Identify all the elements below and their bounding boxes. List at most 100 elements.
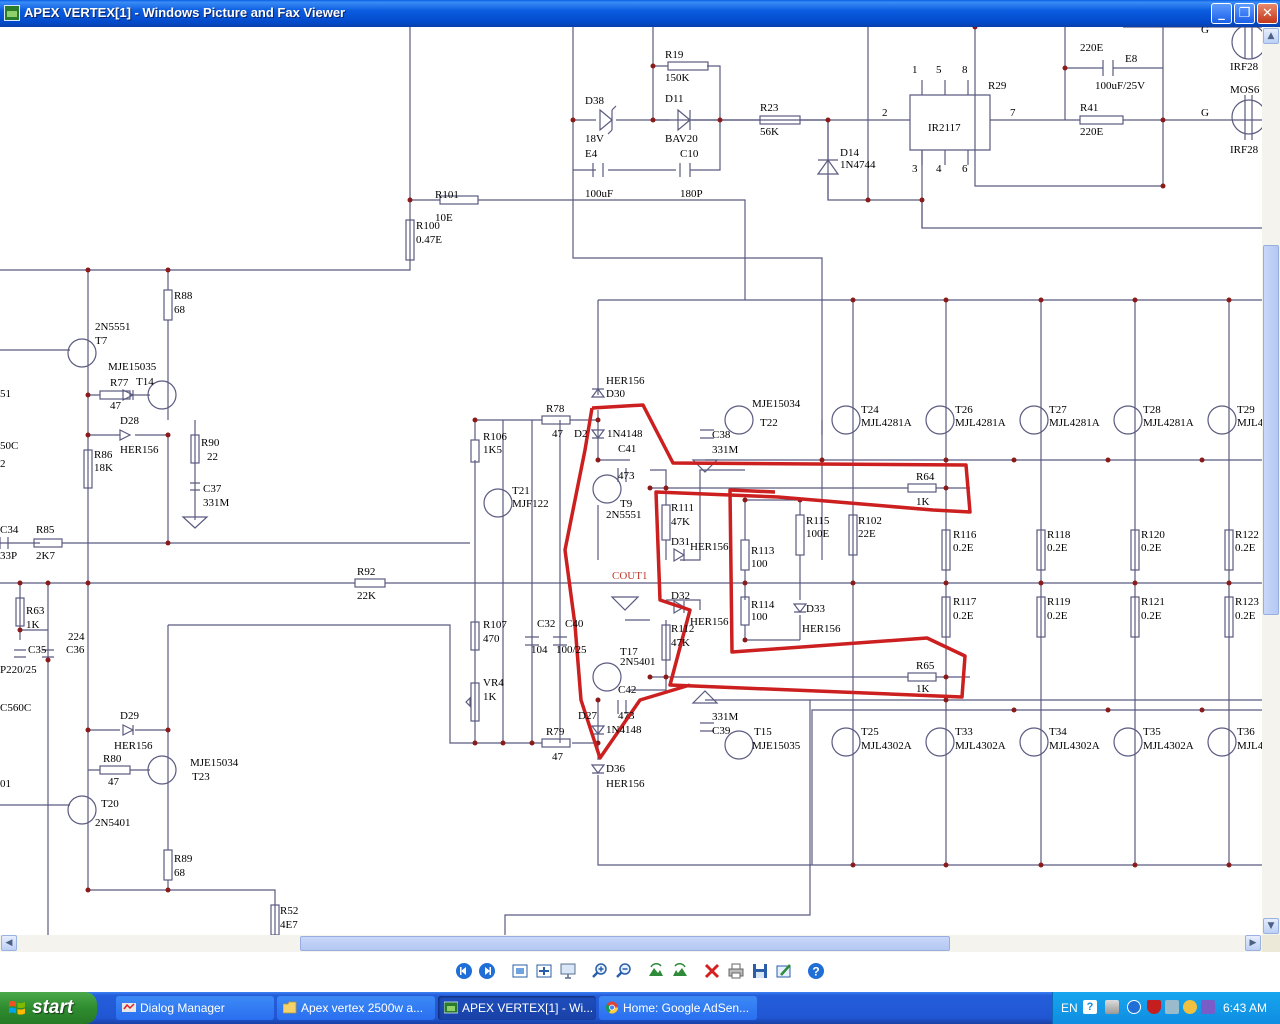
schematic-label: 47 bbox=[552, 751, 564, 763]
schematic-label: D32 bbox=[671, 590, 690, 602]
print-icon[interactable] bbox=[727, 962, 745, 980]
schematic-label: T36 bbox=[1237, 726, 1255, 738]
schematic-label: 4E7 bbox=[280, 919, 298, 931]
schematic-label: MJL4302A bbox=[955, 740, 1006, 752]
maximize-button[interactable]: ❐ bbox=[1234, 3, 1255, 24]
schematic-label: MJL4302A bbox=[1049, 740, 1100, 752]
schematic-label: 3 bbox=[912, 163, 918, 175]
schematic-label: HER156 bbox=[690, 616, 729, 628]
actual-size-icon[interactable] bbox=[535, 962, 553, 980]
save-icon[interactable] bbox=[751, 962, 769, 980]
schematic-label: T33 bbox=[955, 726, 973, 738]
schematic-label: 224 bbox=[68, 631, 85, 643]
schematic-label: 331M bbox=[712, 711, 739, 723]
help-tray-icon[interactable]: ? bbox=[1083, 1000, 1097, 1014]
schematic-label: 33P bbox=[0, 550, 17, 562]
schematic-label: 4 bbox=[936, 163, 942, 175]
help-icon[interactable]: ? bbox=[807, 962, 825, 980]
scroll-left-button[interactable]: ◀ bbox=[1, 935, 17, 951]
schematic-label: MJL4 bbox=[1237, 417, 1262, 429]
schematic-label: MJL4281A bbox=[1143, 417, 1194, 429]
schematic-label: R88 bbox=[174, 290, 193, 302]
next-image-icon[interactable] bbox=[478, 962, 496, 980]
best-fit-icon[interactable] bbox=[511, 962, 529, 980]
language-indicator[interactable]: EN bbox=[1061, 1001, 1078, 1015]
schematic-label: D29 bbox=[120, 710, 139, 722]
scroll-up-button[interactable]: ▲ bbox=[1263, 28, 1279, 44]
schematic-label: C10 bbox=[680, 148, 699, 160]
schematic-label: HER156 bbox=[690, 541, 729, 553]
taskbar-item-dialog-manager[interactable]: Dialog Manager bbox=[116, 996, 274, 1020]
schematic-label: 100uF/25V bbox=[1095, 80, 1145, 92]
schematic-label: T22 bbox=[760, 417, 778, 429]
schematic-label: T15 bbox=[754, 726, 772, 738]
close-button[interactable]: ✕ bbox=[1257, 3, 1278, 24]
horizontal-scrollbar[interactable]: ◀ ▶ bbox=[0, 935, 1262, 952]
scroll-down-button[interactable]: ▼ bbox=[1263, 918, 1279, 934]
schematic-label: 104 bbox=[531, 644, 548, 656]
schematic-label: MJE15034 bbox=[752, 398, 801, 410]
scroll-right-button[interactable]: ▶ bbox=[1245, 935, 1261, 951]
slideshow-icon[interactable] bbox=[559, 962, 577, 980]
taskbar-clock[interactable]: 6:43 AM bbox=[1223, 1001, 1268, 1015]
picture-viewer-icon[interactable] bbox=[4, 5, 20, 21]
schematic-label: R19 bbox=[665, 49, 684, 61]
open-editor-icon[interactable] bbox=[775, 962, 793, 980]
schematic-label: 220E bbox=[1080, 126, 1104, 138]
schematic-label: T21 bbox=[512, 485, 530, 497]
schematic-label: 2 bbox=[0, 458, 6, 470]
start-button[interactable]: start bbox=[0, 992, 97, 1024]
schematic-label: 68 bbox=[174, 867, 186, 879]
schematic-label: P220/25 bbox=[0, 664, 37, 676]
vertical-scrollbar[interactable]: ▲ ▼ bbox=[1262, 27, 1280, 935]
volume-tray-icon[interactable] bbox=[1201, 1000, 1215, 1014]
schematic-label: R123 bbox=[1235, 596, 1259, 608]
schematic-label: 0.2E bbox=[1047, 542, 1068, 554]
schematic-label: MJF122 bbox=[512, 498, 549, 510]
previous-image-icon[interactable] bbox=[455, 962, 473, 980]
network-tray-icon[interactable] bbox=[1105, 1000, 1119, 1014]
picture-viewer-icon bbox=[444, 1001, 458, 1014]
messenger-tray-icon[interactable] bbox=[1183, 1000, 1197, 1014]
schematic-label: 0.2E bbox=[953, 542, 974, 554]
taskbar-item-picture-viewer[interactable]: APEX VERTEX[1] - Wi... bbox=[438, 996, 596, 1020]
schematic-label: 0.2E bbox=[1047, 610, 1068, 622]
connection-tray-icon[interactable] bbox=[1165, 1000, 1179, 1014]
schematic-label: 150K bbox=[665, 72, 690, 84]
schematic-label: 22 bbox=[207, 451, 218, 463]
schematic-label: 6 bbox=[962, 163, 968, 175]
schematic-label: D2 bbox=[574, 428, 587, 440]
schematic-label: MJL4281A bbox=[1049, 417, 1100, 429]
expand-tray-icon[interactable] bbox=[1127, 1000, 1141, 1014]
schematic-label: 1N4148 bbox=[607, 428, 643, 440]
schematic-label: D11 bbox=[665, 93, 684, 105]
schematic-label: R118 bbox=[1047, 529, 1071, 541]
rotate-counterclockwise-icon[interactable] bbox=[671, 962, 689, 980]
zoom-out-icon[interactable] bbox=[615, 962, 633, 980]
security-shield-icon[interactable] bbox=[1147, 1000, 1161, 1014]
schematic-label: R116 bbox=[953, 529, 977, 541]
taskbar-item-chrome[interactable]: Home: Google AdSen... bbox=[599, 996, 757, 1020]
title-bar[interactable]: APEX VERTEX[1] - Windows Picture and Fax… bbox=[0, 0, 1280, 27]
schematic-label: R80 bbox=[103, 753, 122, 765]
schematic-label: C42 bbox=[618, 684, 636, 696]
minimize-button[interactable]: _ bbox=[1211, 3, 1232, 24]
schematic-label: D38 bbox=[585, 95, 604, 107]
schematic-label: 7 bbox=[1010, 107, 1016, 119]
taskbar-item-apex-folder[interactable]: Apex vertex 2500w a... bbox=[277, 996, 435, 1020]
schematic-label: 0.2E bbox=[1141, 610, 1162, 622]
taskbar: start Dialog Manager Apex vertex 2500w a… bbox=[0, 992, 1280, 1024]
schematic-label: 1K bbox=[26, 619, 40, 631]
schematic-label: R113 bbox=[751, 545, 775, 557]
horizontal-scroll-thumb[interactable] bbox=[300, 936, 950, 951]
schematic-label: C34 bbox=[0, 524, 19, 536]
windows-logo-icon bbox=[9, 1001, 25, 1015]
schematic-label: T7 bbox=[95, 335, 108, 347]
zoom-in-icon[interactable] bbox=[591, 962, 609, 980]
schematic-label: 68 bbox=[174, 304, 186, 316]
delete-icon[interactable] bbox=[703, 962, 721, 980]
rotate-clockwise-icon[interactable] bbox=[647, 962, 665, 980]
vertical-scroll-thumb[interactable] bbox=[1263, 245, 1279, 615]
